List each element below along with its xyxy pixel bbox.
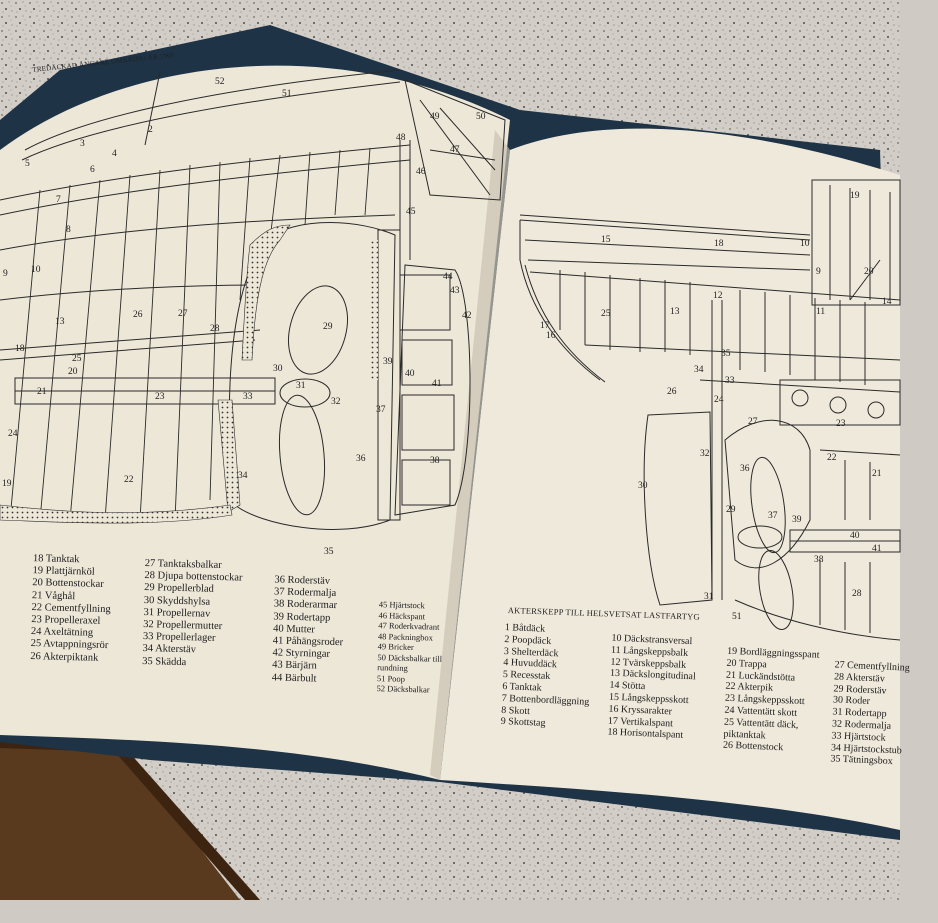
drawing-label: 27 [748,417,758,427]
drawing-label: 18 [15,344,25,354]
legend-column: 27 Cementfyllning 28 Akterstäv 29 Roders… [830,659,910,768]
drawing-label: 34 [694,365,704,375]
photo-scene [0,0,901,900]
right-page [440,128,900,830]
drawing-label: 35 [721,349,731,359]
drawing-label: 18 [714,239,724,249]
drawing-label: 42 [462,311,472,321]
drawing-label: 13 [55,317,65,327]
drawing-label: 38 [430,456,440,466]
drawing-label: 33 [725,376,735,386]
wooden-table-edge [0,740,240,900]
drawing-label: 20 [68,367,78,377]
drawing-label: 50 [476,112,486,122]
drawing-label: 10 [800,239,810,249]
legend-column: 10 Däckstransversal 11 Långskeppsbalk 12… [607,633,697,743]
drawing-label: 31 [296,381,306,391]
drawing-label: 41 [432,379,442,389]
drawing-label: 2 [148,125,153,135]
drawing-label: 6 [90,165,95,175]
drawing-label: 15 [601,235,611,245]
drawing-label: 17 [540,321,550,331]
drawing-label: 9 [3,269,8,279]
drawing-label: 8 [66,225,71,235]
drawing-label: 39 [383,357,393,367]
drawing-label: 35 [324,547,334,557]
drawing-label: 24 [714,395,724,405]
drawing-label: 13 [670,307,680,317]
legend-column: 19 Bordläggningsspant 20 Trappa 21 Luckä… [723,646,820,756]
drawing-label: 32 [331,397,341,407]
drawing-label: 20 [864,267,874,277]
drawing-label: 16 [546,331,556,341]
drawing-label: 24 [8,429,18,439]
right-ship-drawing [519,179,901,641]
drawing-label: 28 [852,589,862,599]
drawing-label: 45 [406,207,416,217]
drawing-label: 51 [282,89,292,99]
drawing-label: 3 [80,139,85,149]
drawing-label: 51 [732,612,742,622]
drawing-label: 4 [112,149,117,159]
drawing-label: 43 [450,286,460,296]
drawing-label: 11 [816,307,826,317]
drawing-label: 36 [740,464,750,474]
drawing-label: 22 [827,453,837,463]
drawing-label: 10 [31,265,41,275]
drawing-label: 39 [792,515,802,525]
drawing-label: 22 [124,475,134,485]
drawing-label: 29 [726,505,736,515]
drawing-label: 34 [238,471,248,481]
drawing-label: 52 [215,77,225,87]
drawing-label: 46 [416,167,426,177]
drawing-label: 19 [850,191,860,201]
drawing-label: 40 [850,531,860,541]
drawing-label: 5 [25,159,30,169]
drawing-label: 23 [155,392,165,402]
drawing-label: 33 [243,392,253,402]
drawing-label: 44 [443,272,453,282]
drawing-label: 21 [872,469,882,479]
drawing-label: 31 [704,592,714,602]
drawing-label: 32 [700,449,710,459]
legend-column: 1 Båtdäck 2 Poopdäck 3 Shelterdäck 4 Huv… [500,622,592,732]
drawing-label: 19 [2,479,12,489]
drawing-label: 27 [178,309,188,319]
drawing-label: 30 [273,364,283,374]
drawing-label: 29 [323,322,333,332]
drawing-label: 7 [56,195,61,205]
drawing-label: 25 [601,309,611,319]
drawing-label: 41 [872,544,882,554]
legend-item: 18 Horisontalspant [607,726,684,742]
drawing-label: 28 [210,324,220,334]
drawing-label: 12 [713,291,723,301]
drawing-label: 48 [396,133,406,143]
drawing-label: 21 [37,387,47,397]
drawing-label: 40 [405,369,415,379]
drawing-label: 14 [882,297,892,307]
drawing-label: 37 [376,405,386,415]
drawing-label: 36 [356,454,366,464]
drawing-label: 25 [72,354,82,364]
drawing-label: 9 [816,267,821,277]
drawing-label: 26 [667,387,677,397]
drawing-label: 30 [638,481,648,491]
drawing-label: 38 [814,555,824,565]
left-page [0,65,510,781]
left-ship-drawing [0,69,506,530]
drawing-label: 49 [430,112,440,122]
legend-item: 9 Skottstag [500,716,546,730]
drawing-label: 26 [133,310,143,320]
drawing-label: 37 [768,511,778,521]
drawing-label: 47 [450,145,460,155]
cement-fill [241,224,291,361]
drawing-label: 23 [836,419,846,429]
